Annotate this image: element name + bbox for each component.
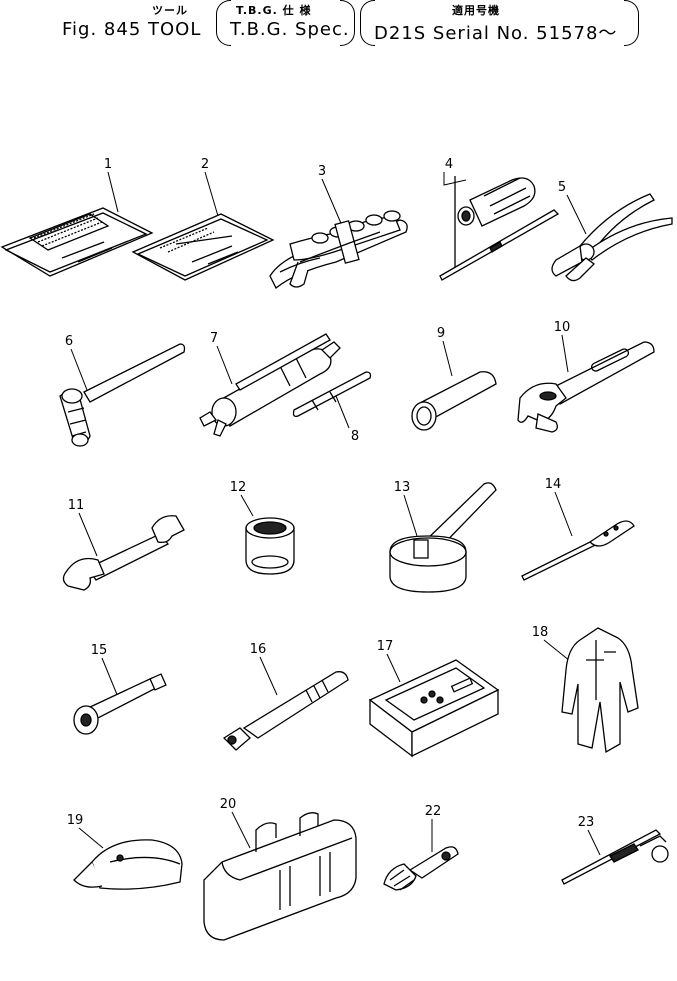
leader-11	[78, 512, 98, 557]
callout-labels: 1 2 3 4 5 6 7 8 9 10 11 12 13 14 15 16 1…	[65, 157, 594, 830]
callout-7: 7	[210, 331, 218, 346]
leader-6	[70, 348, 88, 391]
callout-15: 15	[91, 643, 108, 658]
callout-14: 14	[545, 477, 562, 492]
pliers-icon	[551, 193, 673, 282]
leader-9	[442, 340, 453, 377]
work-suit-icon	[561, 627, 639, 754]
leader-13	[403, 494, 418, 537]
extension-bar-icon	[73, 673, 167, 735]
parts-book-icon	[131, 213, 275, 281]
leader-2	[204, 171, 219, 217]
callout-6: 6	[65, 334, 73, 349]
callout-3: 3	[318, 164, 326, 179]
callout-18: 18	[532, 625, 549, 640]
manual-book-icon	[0, 207, 154, 277]
handle-icon	[222, 671, 349, 751]
hammer-icon	[59, 343, 186, 447]
callout-8: 8	[351, 429, 359, 444]
open-end-wrench-icon	[62, 515, 185, 591]
leader-12	[240, 494, 254, 517]
leader-3	[321, 178, 344, 229]
cap-icon	[73, 839, 183, 890]
leader-1	[107, 171, 119, 213]
callout-17: 17	[377, 639, 394, 654]
callout-19: 19	[67, 813, 84, 828]
leader-lines	[70, 171, 601, 856]
leader-23	[587, 829, 601, 856]
gauge-icon	[521, 520, 635, 581]
wrench-set-icon	[269, 210, 408, 290]
callout-12: 12	[230, 480, 247, 495]
figure-title: Fig. 845 TOOL	[62, 19, 202, 40]
callout-20: 20	[220, 797, 237, 812]
adjustable-wrench-icon	[517, 341, 655, 433]
callout-9: 9	[437, 326, 445, 341]
leader-18	[543, 639, 571, 662]
leader-5	[566, 194, 587, 235]
jp-tool-label: ツール	[152, 4, 188, 17]
callout-2: 2	[201, 157, 209, 172]
callout-5: 5	[558, 180, 566, 195]
leader-7	[216, 345, 233, 385]
leader-4	[443, 172, 467, 186]
feeler-gauge-icon	[383, 846, 459, 891]
serial-label: D21S Serial No. 51578～	[374, 23, 618, 44]
leader-8	[335, 395, 350, 429]
callout-22: 22	[425, 804, 442, 819]
callout-1: 1	[104, 157, 112, 172]
callout-10: 10	[554, 320, 571, 335]
leader-15	[101, 657, 119, 698]
spec-label: T.B.G. Spec.	[230, 19, 350, 40]
callout-13: 13	[394, 480, 411, 495]
filter-wrench-icon	[389, 482, 497, 593]
leader-19	[78, 827, 104, 849]
leader-14	[554, 491, 573, 537]
leader-17	[386, 653, 401, 683]
grease-nozzle-icon	[292, 371, 372, 418]
ratchet-rod-icon	[561, 829, 669, 885]
callout-23: 23	[578, 815, 595, 830]
callout-4: 4	[445, 157, 453, 172]
callout-16: 16	[250, 642, 267, 657]
jp-models-label: 適用号機	[452, 4, 500, 17]
leader-20	[231, 811, 251, 849]
screwdriver-icon	[439, 176, 560, 281]
bar-icon	[411, 371, 497, 431]
socket-icon	[245, 517, 295, 575]
tool-box-icon	[368, 659, 500, 758]
callout-11: 11	[68, 498, 85, 513]
grease-gun-icon	[199, 333, 341, 437]
leader-10	[561, 334, 569, 373]
jp-spec-label: T.B.G. 仕 様	[236, 4, 312, 17]
tool-bag-icon	[203, 812, 357, 941]
leader-16	[259, 656, 278, 696]
